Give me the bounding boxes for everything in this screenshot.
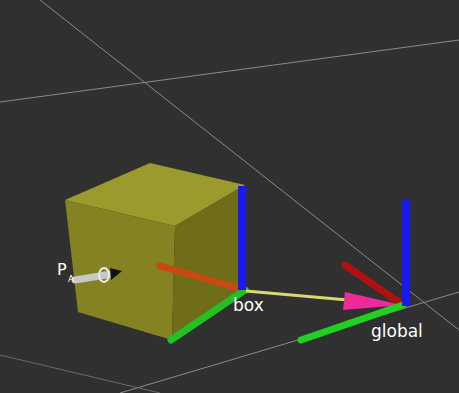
point-label: P <box>57 262 67 278</box>
point-arrow <box>99 268 109 282</box>
grid-line <box>0 355 160 393</box>
point-subscript: A <box>68 275 74 284</box>
grid-line <box>0 40 459 102</box>
z-axis <box>402 200 410 306</box>
point-arrow-tip <box>110 268 122 280</box>
point-arrow <box>75 274 112 280</box>
z-axis <box>238 186 246 290</box>
cube-side <box>172 185 245 340</box>
frame-label: global <box>371 323 423 340</box>
x-axis <box>160 266 245 290</box>
frame-label: box <box>233 297 264 314</box>
x-axis <box>345 265 403 305</box>
cube-front <box>65 200 175 340</box>
